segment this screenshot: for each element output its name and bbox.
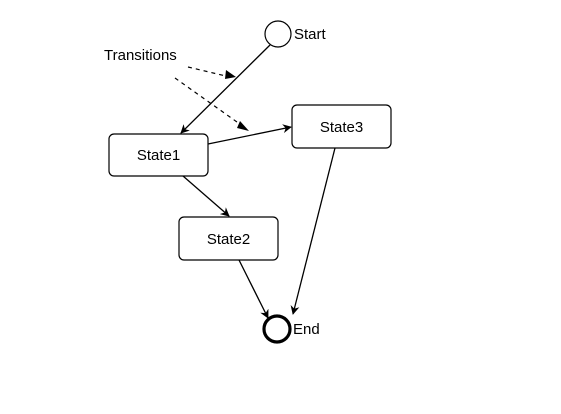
annotation-pointer-upper-head [225, 70, 236, 79]
state1-node[interactable]: State1 [108, 133, 209, 177]
edge-state3-end [290, 147, 336, 315]
state2-label: State2 [207, 231, 250, 248]
edge-state1-state2 [182, 175, 230, 217]
annotation-pointer-lower-head [237, 121, 249, 131]
state2-box [178, 216, 279, 261]
edge-start-state1 [180, 44, 271, 134]
state1-label: State1 [137, 147, 180, 164]
end-node[interactable]: End [262, 314, 320, 344]
start-node[interactable]: Start [264, 20, 327, 48]
annotation-pointer-lower [174, 77, 245, 128]
state1-box [108, 133, 209, 177]
state3-node[interactable]: State3 [291, 104, 392, 149]
start-label: Start [294, 26, 327, 43]
final-state-circle [262, 314, 292, 344]
initial-state-circle [264, 20, 292, 48]
state3-box [291, 104, 392, 149]
annotation-pointers [174, 66, 249, 131]
annotation-pointer-upper [187, 66, 231, 78]
state2-node[interactable]: State2 [178, 216, 279, 261]
edge-state1-state3 [207, 124, 292, 145]
state3-label: State3 [320, 119, 363, 136]
end-label: End [293, 321, 320, 338]
edge-state2-end [238, 259, 269, 319]
transitions-annotation: Transitions [104, 47, 177, 64]
